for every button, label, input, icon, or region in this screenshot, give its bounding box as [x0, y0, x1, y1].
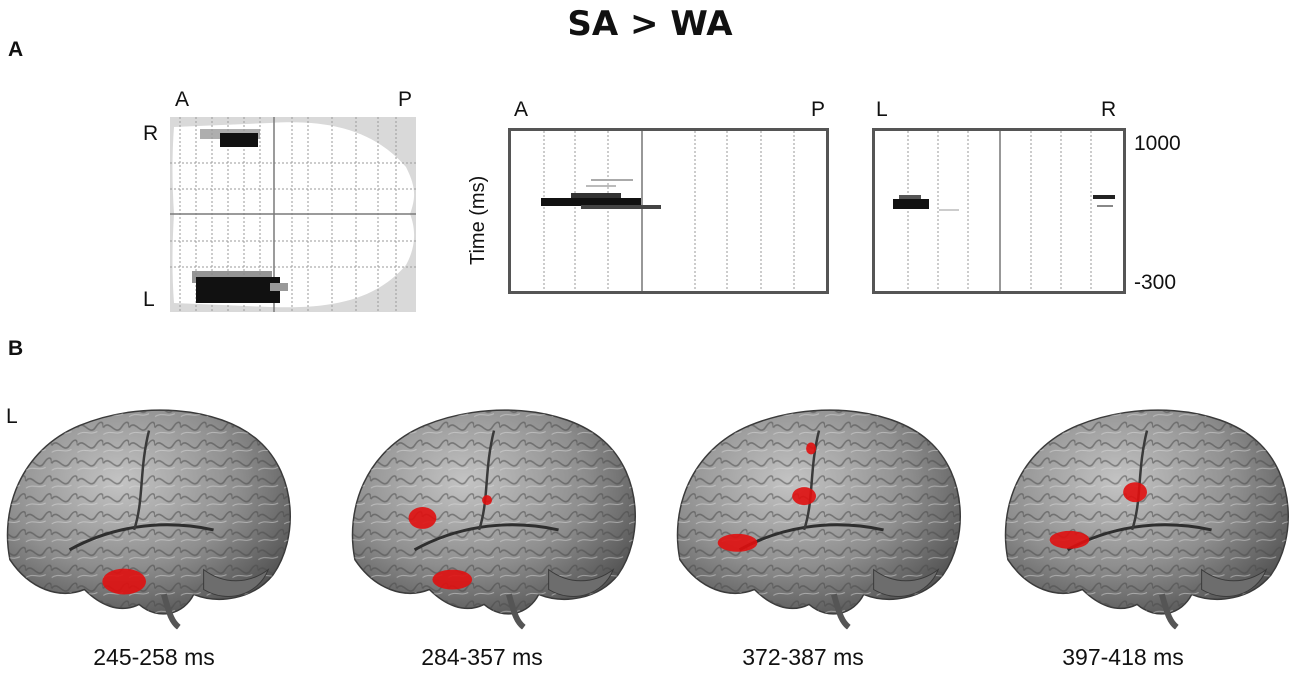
- y-tick-min: -300: [1134, 271, 1177, 294]
- time-window-caption-1: 245-258 ms: [93, 644, 215, 670]
- brain-render-1: [0, 400, 298, 630]
- hemisphere-label: L: [6, 405, 18, 428]
- y-axis-label: Time (ms): [467, 175, 489, 265]
- panel-b-label: B: [8, 337, 24, 360]
- time-window-caption-2: 284-357 ms: [421, 644, 543, 670]
- glass-brain-axial-view: [170, 117, 416, 312]
- time-window-caption-3: 372-387 ms: [742, 644, 864, 670]
- coronal-right-label: R: [1101, 98, 1117, 121]
- sagittal-posterior-label: P: [811, 98, 826, 121]
- brain-render-4: [998, 400, 1296, 630]
- sagittal-anterior-label: A: [514, 98, 529, 121]
- coronal-time-plot: [872, 128, 1126, 294]
- glass-brain-posterior-label: P: [398, 88, 413, 111]
- glass-brain-left-label: L: [143, 288, 155, 311]
- y-tick-max: 1000: [1134, 132, 1181, 155]
- time-window-caption-4: 397-418 ms: [1062, 644, 1184, 670]
- figure-title: SA > WA: [567, 4, 733, 44]
- brain-render-2: [345, 400, 643, 630]
- glass-brain-right-label: R: [143, 122, 159, 145]
- panel-a-label: A: [8, 38, 24, 61]
- sagittal-time-plot: [508, 128, 829, 294]
- glass-brain-anterior-label: A: [175, 88, 190, 111]
- coronal-left-label: L: [876, 98, 888, 121]
- brain-render-3: [670, 400, 968, 630]
